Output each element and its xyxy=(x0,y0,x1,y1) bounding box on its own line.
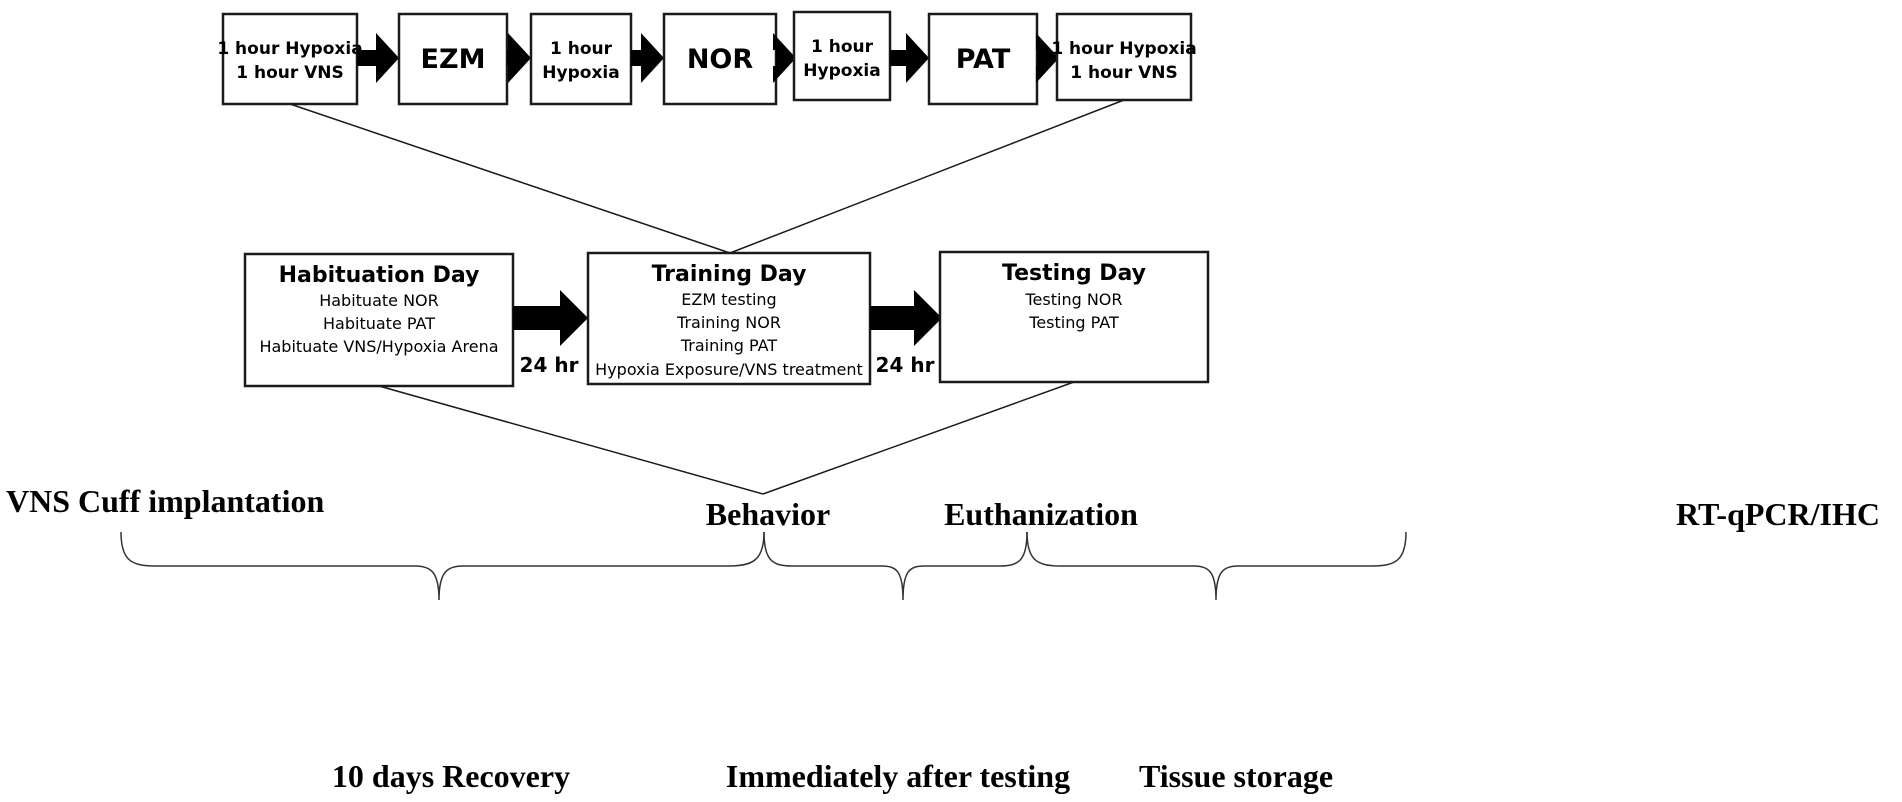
timeline-period-immediately-after-testing: Immediately after testing xyxy=(726,758,1070,794)
arrow-right-icon xyxy=(773,33,796,83)
protocol-box-hypoxia-1 xyxy=(529,12,633,106)
training-item: Hypoxia Exposure/VNS treatment xyxy=(595,360,863,379)
connector-line xyxy=(729,99,1125,254)
protocol-box-ezm xyxy=(397,12,509,106)
habituation-day-title: Habituation Day xyxy=(279,263,480,288)
timeline: VNS Cuff implantation Behavior Euthaniza… xyxy=(6,483,1880,794)
interval-label-2: 24 hr xyxy=(876,353,935,377)
habituation-item: Habituate NOR xyxy=(319,291,439,310)
protocol-box-hypoxia-2 xyxy=(792,10,892,102)
protocol-box-7-line1: 1 hour Hypoxia xyxy=(1051,39,1196,59)
timeline-period-recovery: 10 days Recovery xyxy=(332,758,570,794)
arrow-right-icon xyxy=(357,33,399,83)
protocol-box-pat-label: PAT xyxy=(956,44,1011,75)
testing-item: Testing PAT xyxy=(1028,313,1119,332)
protocol-box-5-line1: 1 hour xyxy=(811,37,874,57)
testing-day-box xyxy=(938,250,1210,384)
habituation-item: Habituate VNS/Hypoxia Arena xyxy=(259,337,498,356)
arrow-right-icon xyxy=(507,33,531,83)
arrow-right-icon xyxy=(870,290,942,346)
connector-line xyxy=(378,385,764,495)
timeline-period-tissue-storage: Tissue storage xyxy=(1139,758,1333,794)
timeline-brace-recovery xyxy=(120,531,765,601)
training-item: Training NOR xyxy=(676,313,781,332)
protocol-box-7-line2: 1 hour VNS xyxy=(1070,63,1178,83)
protocol-box-1-line2: 1 hour VNS xyxy=(236,63,344,83)
habituation-day-box xyxy=(243,252,515,388)
protocol-box-hypoxia-vns-end xyxy=(1055,12,1193,102)
connector-line xyxy=(289,103,731,254)
protocol-box-hypoxia-vns-start xyxy=(221,12,359,106)
protocol-box-1-line1: 1 hour Hypoxia xyxy=(217,39,362,59)
training-item: EZM testing xyxy=(681,290,776,309)
connector-line xyxy=(762,381,1075,495)
protocol-box-3-line1: 1 hour xyxy=(550,39,613,59)
testing-day-title: Testing Day xyxy=(1002,261,1146,286)
arrow-right-icon xyxy=(890,33,929,83)
protocol-box-nor-label: NOR xyxy=(687,44,754,75)
protocol-box-3-line2: Hypoxia xyxy=(542,63,619,83)
interval-label-1: 24 hr xyxy=(520,353,579,377)
arrow-right-icon xyxy=(631,33,664,83)
training-item: Training PAT xyxy=(680,336,778,355)
timeline-brace-tissue-storage xyxy=(1026,531,1407,601)
training-day-protocol-row: 1 hour Hypoxia 1 hour VNS EZM 1 hour Hyp… xyxy=(217,10,1197,106)
protocol-box-nor xyxy=(662,12,778,106)
arrow-right-icon xyxy=(513,290,588,346)
training-day-title: Training Day xyxy=(652,262,807,287)
timeline-event-vns-cuff-implantation: VNS Cuff implantation xyxy=(6,483,324,519)
timeline-brace-immediately xyxy=(763,531,1028,601)
protocol-box-5-line2: Hypoxia xyxy=(803,61,880,81)
timeline-event-euthanization: Euthanization xyxy=(944,496,1138,532)
behavior-days-row: Habituation Day Habituate NOR Habituate … xyxy=(243,250,1210,388)
testing-item: Testing NOR xyxy=(1024,290,1122,309)
protocol-box-ezm-label: EZM xyxy=(421,44,486,75)
habituation-item: Habituate PAT xyxy=(323,314,435,333)
timeline-event-behavior: Behavior xyxy=(706,496,830,532)
arrow-right-icon xyxy=(1036,33,1059,83)
timeline-event-rt-qpcr-ihc: RT-qPCR/IHC xyxy=(1676,496,1880,532)
